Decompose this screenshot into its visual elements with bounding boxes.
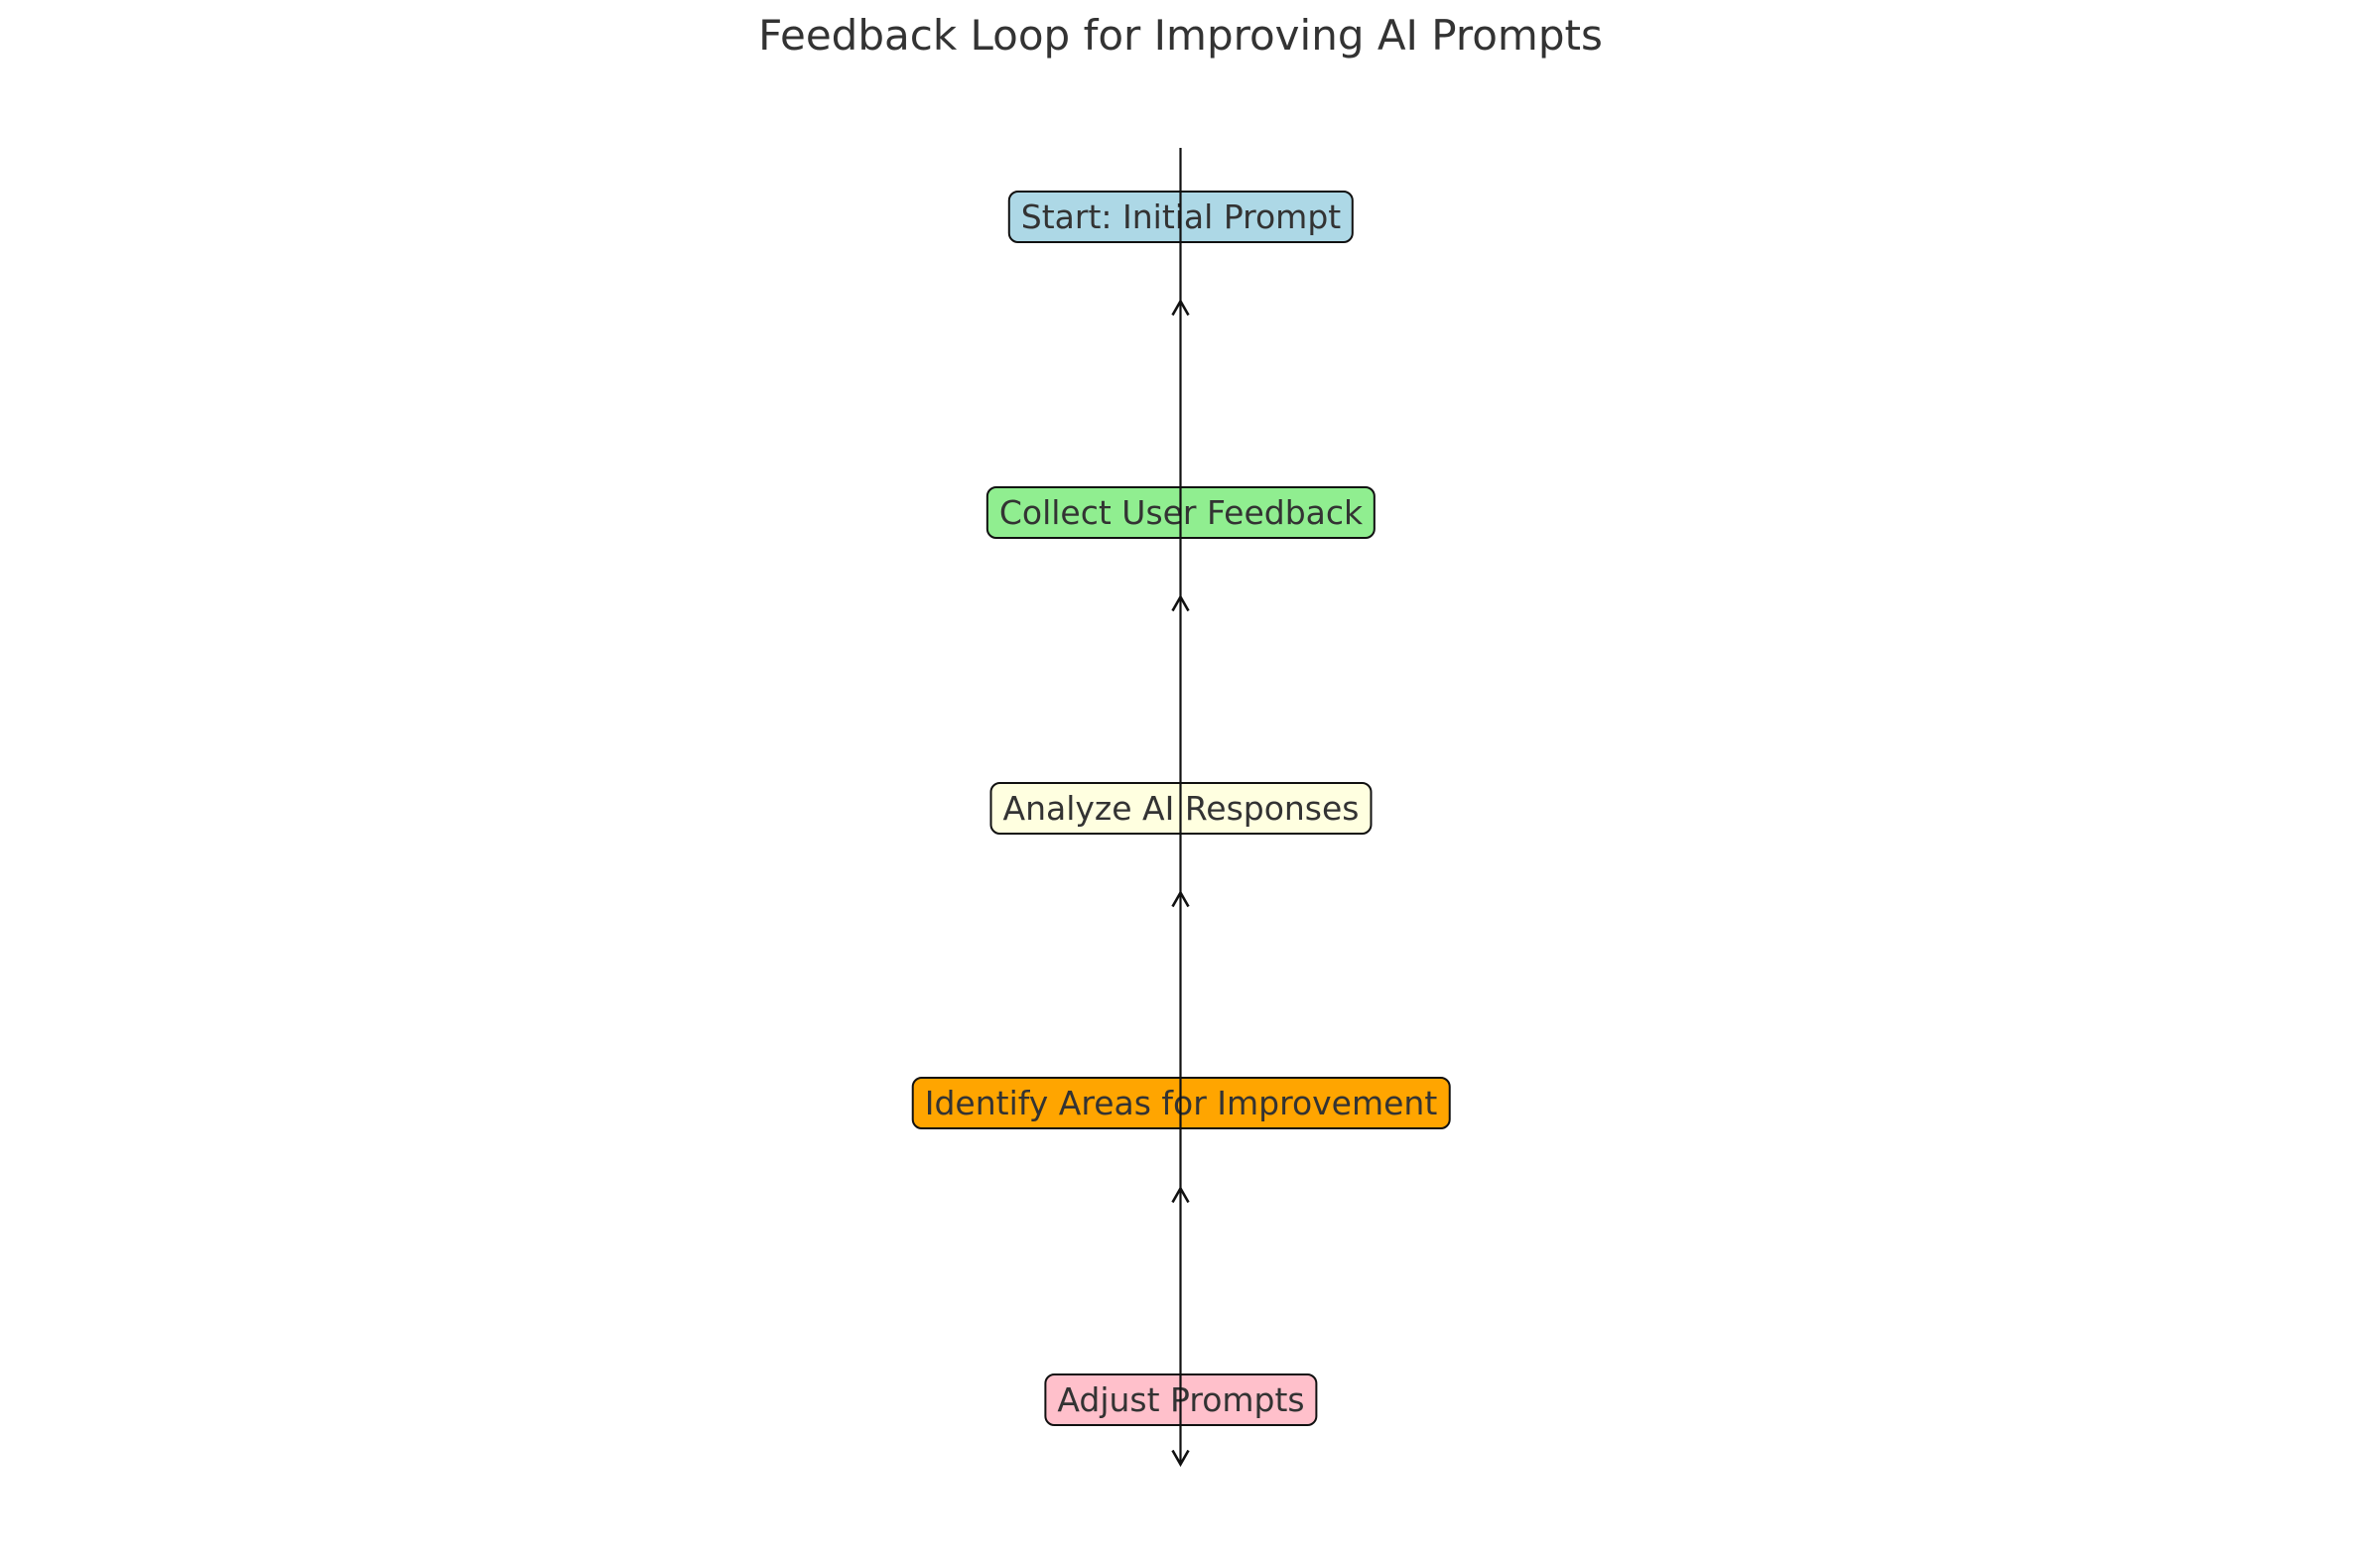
diagram-title: Feedback Loop for Improving AI Prompts — [758, 11, 1603, 60]
flow-node-collect-user-feedback: Collect User Feedback — [985, 486, 1377, 539]
arrowhead-up-icon — [1171, 889, 1190, 908]
flow-node-start-initial-prompt: Start: Initial Prompt — [1007, 191, 1355, 243]
arrowhead-up-icon — [1171, 298, 1190, 317]
arrowhead-up-icon — [1171, 593, 1190, 612]
flow-node-identify-areas-for-improvement: Identify Areas for Improvement — [911, 1077, 1451, 1129]
flow-node-adjust-prompts: Adjust Prompts — [1044, 1373, 1318, 1426]
arrowhead-down-icon — [1171, 1449, 1190, 1468]
flow-node-analyze-ai-responses: Analyze AI Responses — [989, 782, 1373, 835]
arrowhead-up-icon — [1171, 1185, 1190, 1204]
